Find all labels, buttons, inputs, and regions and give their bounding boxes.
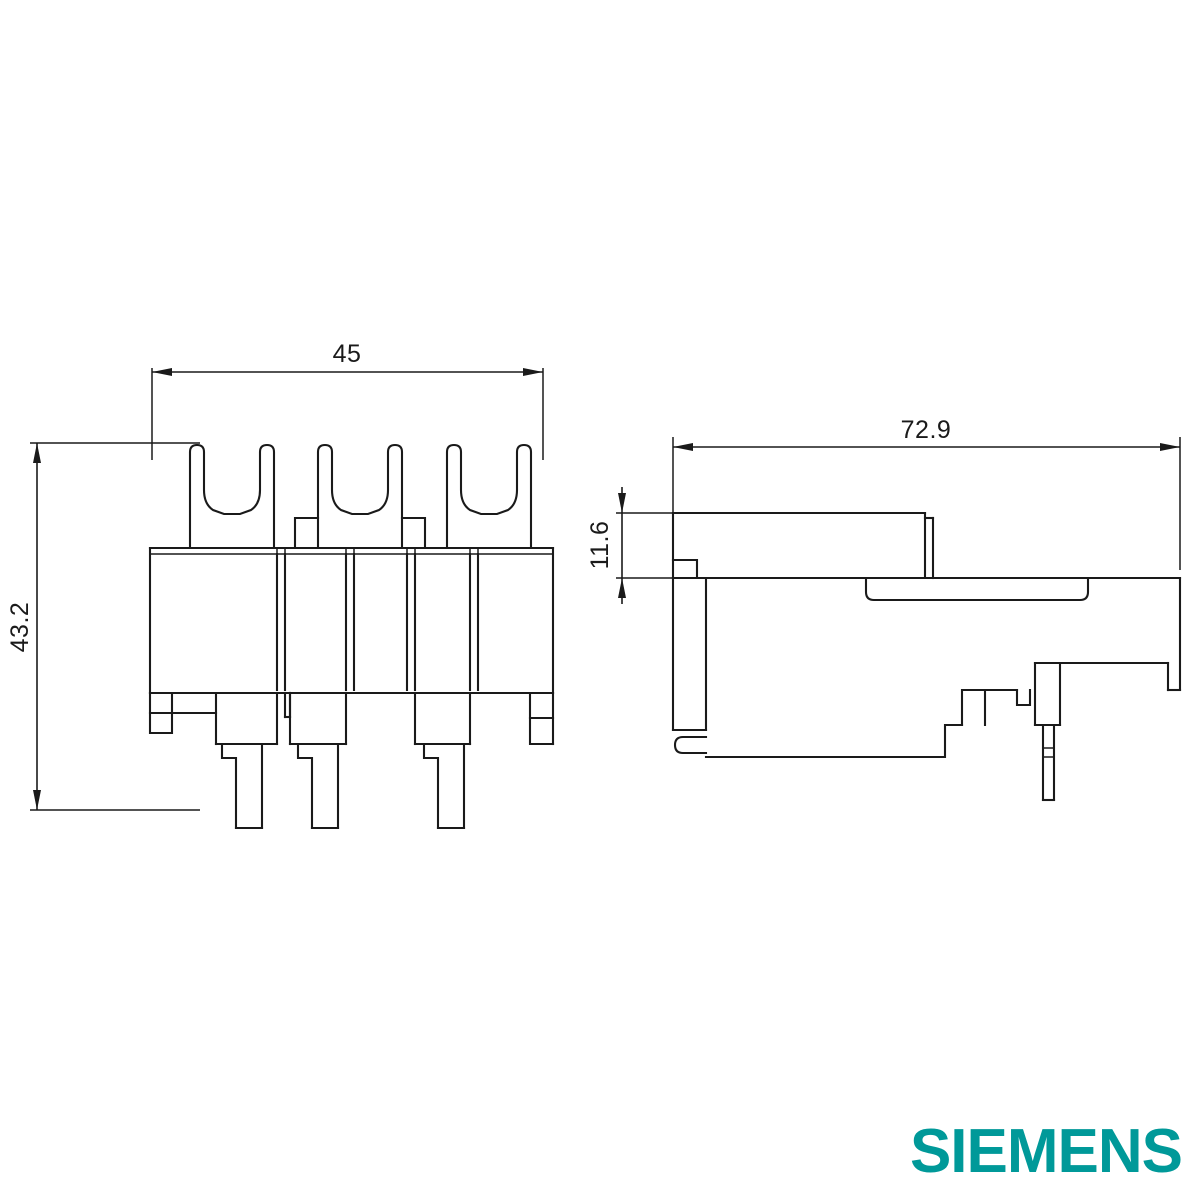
side-view-terminal-steps (960, 688, 1032, 727)
siemens-logo: SIEMENS (910, 1117, 1183, 1186)
fork-2-left-shoulder (293, 516, 320, 550)
arrow-45-left (152, 368, 172, 376)
siemens-wordmark: SIEMENS (910, 1117, 1182, 1186)
side-view-contact-blade (1033, 661, 1112, 802)
arrow-43-top (33, 443, 41, 463)
arrow-11-top (618, 493, 626, 513)
front-view-top-band-notches (276, 547, 479, 555)
base-right-step-left (528, 691, 555, 746)
side-view-center-boss (864, 576, 1090, 602)
side-view-lower-body (671, 576, 964, 759)
front-view-body-outline (148, 546, 555, 695)
side-left-tab-profile (671, 558, 699, 580)
terminal-step-block-2 (1015, 688, 1032, 707)
side-view-left-tab (671, 558, 699, 580)
front-elevation-view: 45 43.2 (6, 340, 555, 830)
arrow-11-bottom (618, 578, 626, 598)
dimension-height-43-2: 43.2 (6, 442, 200, 811)
dimension-height-11-6: 11.6 (586, 487, 690, 604)
fork-terminal-2 (293, 443, 427, 550)
fork-terminal-2-profile (316, 443, 404, 550)
fork-terminal-1 (188, 443, 276, 550)
side-elevation-view: 72.9 11.6 (586, 416, 1182, 802)
side-center-boss-profile (864, 576, 1090, 602)
arrow-72-right (1160, 443, 1180, 451)
dim-label-11-6: 11.6 (586, 521, 614, 570)
din-rail-clip-hook (673, 735, 708, 755)
arrow-43-bottom (33, 790, 41, 810)
side-view-upper-body (671, 511, 935, 580)
housing-1-top-shelf (170, 691, 218, 715)
dim-label-43-2: 43.2 (6, 602, 34, 653)
dim-label-72-9: 72.9 (901, 416, 952, 444)
fork-terminal-3-profile (445, 443, 533, 550)
front-view-base-section (148, 691, 555, 830)
fork-terminal-1-profile (188, 443, 276, 550)
fork-2-right-shoulder (400, 516, 427, 550)
terminal-step-block-1 (960, 688, 987, 727)
pin-1-left-profile (220, 742, 238, 830)
dimension-width-45: 45 (151, 340, 544, 460)
pin-3-left-profile (422, 742, 440, 830)
pin-2-left-profile (296, 742, 314, 830)
side-view-right-bracket (1108, 576, 1182, 692)
side-body-bottom-contour (704, 723, 964, 759)
dim-label-45: 45 (333, 340, 362, 368)
arrow-45-right (523, 368, 543, 376)
front-view-pole-dividers (275, 552, 480, 692)
dimension-length-72-9: 72.9 (672, 416, 1181, 570)
arrow-72-left (673, 443, 693, 451)
fork-terminal-3 (445, 443, 533, 550)
